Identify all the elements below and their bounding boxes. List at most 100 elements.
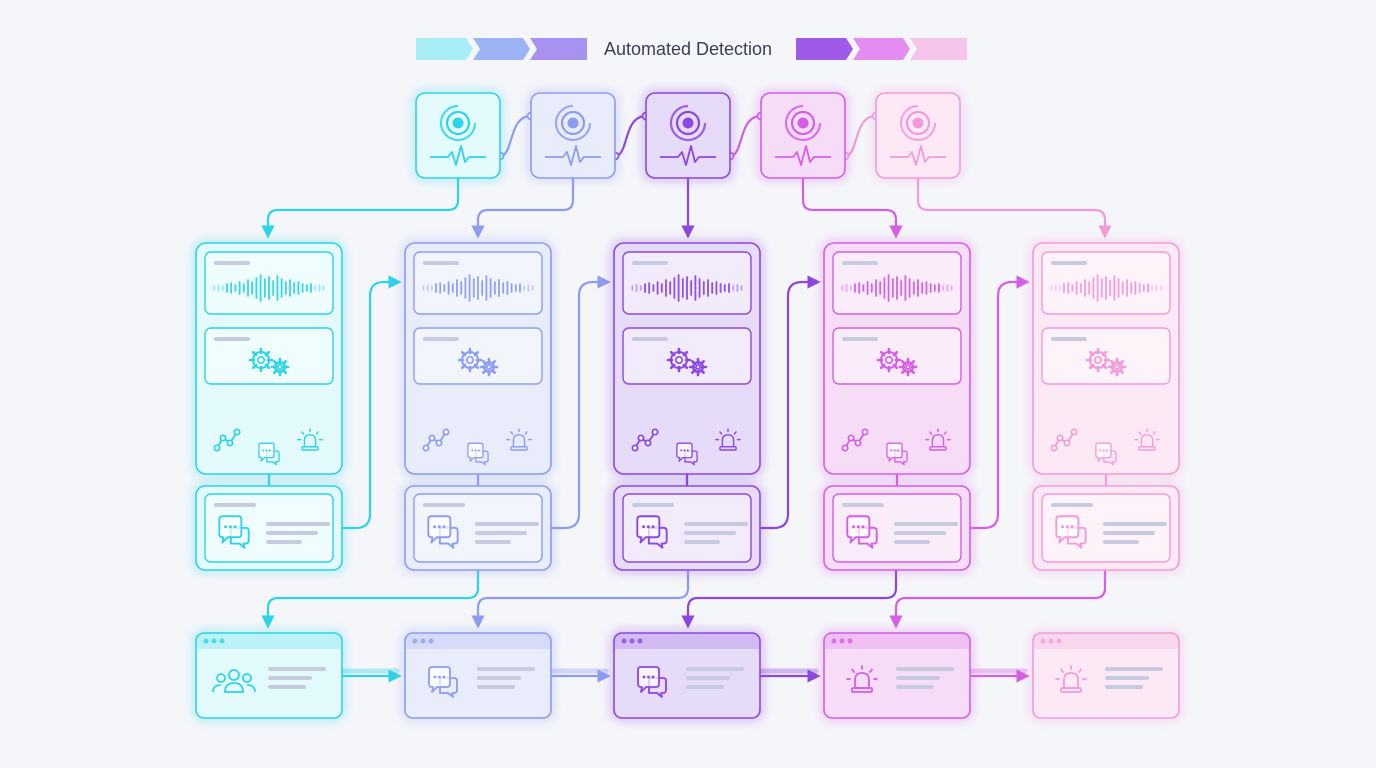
response-panel bbox=[1029, 482, 1183, 574]
processing-module bbox=[610, 239, 764, 478]
response-loop-arrow bbox=[549, 275, 611, 530]
signal-card bbox=[413, 251, 543, 315]
chat-icon bbox=[676, 442, 698, 466]
response-to-output-arrow bbox=[681, 568, 898, 629]
response-to-output-arrow bbox=[471, 568, 690, 629]
chevron-segment bbox=[473, 38, 530, 60]
response-panel bbox=[820, 482, 974, 574]
response-to-output-arrow bbox=[261, 568, 480, 629]
processing-module bbox=[820, 239, 974, 478]
chevron-segment bbox=[853, 38, 910, 60]
alarm-icon bbox=[297, 428, 323, 451]
sensor-to-module-arrow bbox=[916, 176, 1112, 239]
waveform-icon bbox=[841, 274, 953, 302]
pulse-icon bbox=[545, 145, 601, 166]
sensor-node bbox=[527, 89, 619, 182]
sensor-to-module-arrow bbox=[261, 176, 460, 239]
signal-card bbox=[204, 251, 334, 315]
pulse-icon bbox=[775, 145, 831, 166]
alarm-icon bbox=[715, 428, 741, 451]
signal-card bbox=[622, 251, 752, 315]
chat-icon bbox=[467, 442, 489, 466]
chat-icon bbox=[427, 515, 459, 549]
graph-icon bbox=[422, 428, 450, 452]
radar-icon bbox=[899, 104, 937, 142]
chat-icon bbox=[218, 515, 250, 549]
chat-icon bbox=[1095, 442, 1117, 466]
sensor-link bbox=[613, 114, 648, 158]
header-bar-left bbox=[416, 38, 587, 60]
chat-icon bbox=[428, 666, 458, 698]
analysis-card bbox=[413, 327, 543, 385]
chevron-segment bbox=[910, 38, 967, 60]
chevron-segment bbox=[796, 38, 853, 60]
chevron-segment bbox=[530, 38, 587, 60]
output-row bbox=[192, 629, 1183, 722]
graph-icon bbox=[631, 428, 659, 452]
output-window bbox=[1029, 629, 1183, 722]
sensor-link bbox=[498, 114, 533, 158]
processing-module bbox=[192, 239, 346, 478]
sensor-to-module-arrow bbox=[801, 176, 903, 239]
graph-icon bbox=[841, 428, 869, 452]
graph-icon bbox=[1050, 428, 1078, 452]
gears-icon bbox=[1085, 347, 1127, 377]
output-window bbox=[610, 629, 764, 722]
response-panel bbox=[192, 482, 346, 574]
chat-icon bbox=[846, 515, 878, 549]
sensor-row bbox=[412, 89, 964, 182]
response-to-output-arrow bbox=[889, 568, 1107, 629]
sensor-node bbox=[757, 89, 849, 182]
users-icon bbox=[212, 669, 256, 693]
processing-module bbox=[1029, 239, 1183, 478]
response-panel bbox=[401, 482, 555, 574]
output-window bbox=[820, 629, 974, 722]
sensor-to-module-arrow bbox=[471, 176, 575, 239]
chat-icon bbox=[636, 515, 668, 549]
waveform-icon bbox=[631, 274, 743, 302]
header-bar-right bbox=[796, 38, 967, 60]
alarm-icon bbox=[1134, 428, 1160, 451]
chat-icon bbox=[886, 442, 908, 466]
gears-icon bbox=[248, 347, 290, 377]
signal-card bbox=[1041, 251, 1171, 315]
response-row bbox=[192, 482, 1183, 574]
radar-icon bbox=[784, 104, 822, 142]
chat-icon bbox=[1055, 515, 1087, 549]
radar-icon bbox=[554, 104, 592, 142]
diagram-title: Automated Detection bbox=[604, 39, 772, 59]
chat-icon bbox=[637, 666, 667, 698]
waveform-icon bbox=[1050, 274, 1162, 302]
graph-icon bbox=[213, 428, 241, 452]
alarm-icon bbox=[846, 665, 878, 693]
response-loop-arrow bbox=[340, 275, 402, 530]
response-loop-arrow bbox=[758, 275, 821, 530]
response-loop-arrow bbox=[968, 275, 1030, 530]
gears-icon bbox=[876, 347, 918, 377]
alarm-icon bbox=[506, 428, 532, 451]
gears-icon bbox=[666, 347, 708, 377]
radar-icon bbox=[439, 104, 477, 142]
sensor-link bbox=[843, 114, 878, 158]
response-panel bbox=[610, 482, 764, 574]
output-window bbox=[401, 629, 555, 722]
sensor-node bbox=[872, 89, 964, 182]
chevron-segment bbox=[416, 38, 473, 60]
sensor-node bbox=[642, 89, 734, 182]
analysis-card bbox=[622, 327, 752, 385]
gears-icon bbox=[457, 347, 499, 377]
header-progress-bars bbox=[416, 38, 967, 60]
pulse-icon bbox=[890, 145, 946, 166]
analysis-card bbox=[204, 327, 334, 385]
analysis-card bbox=[1041, 327, 1171, 385]
radar-icon bbox=[669, 104, 707, 142]
sensor-node bbox=[412, 89, 504, 182]
module-row bbox=[192, 239, 1183, 478]
chat-icon bbox=[258, 442, 280, 466]
alarm-icon bbox=[925, 428, 951, 451]
pulse-icon bbox=[430, 145, 486, 166]
pulse-icon bbox=[660, 145, 716, 166]
analysis-card bbox=[832, 327, 962, 385]
